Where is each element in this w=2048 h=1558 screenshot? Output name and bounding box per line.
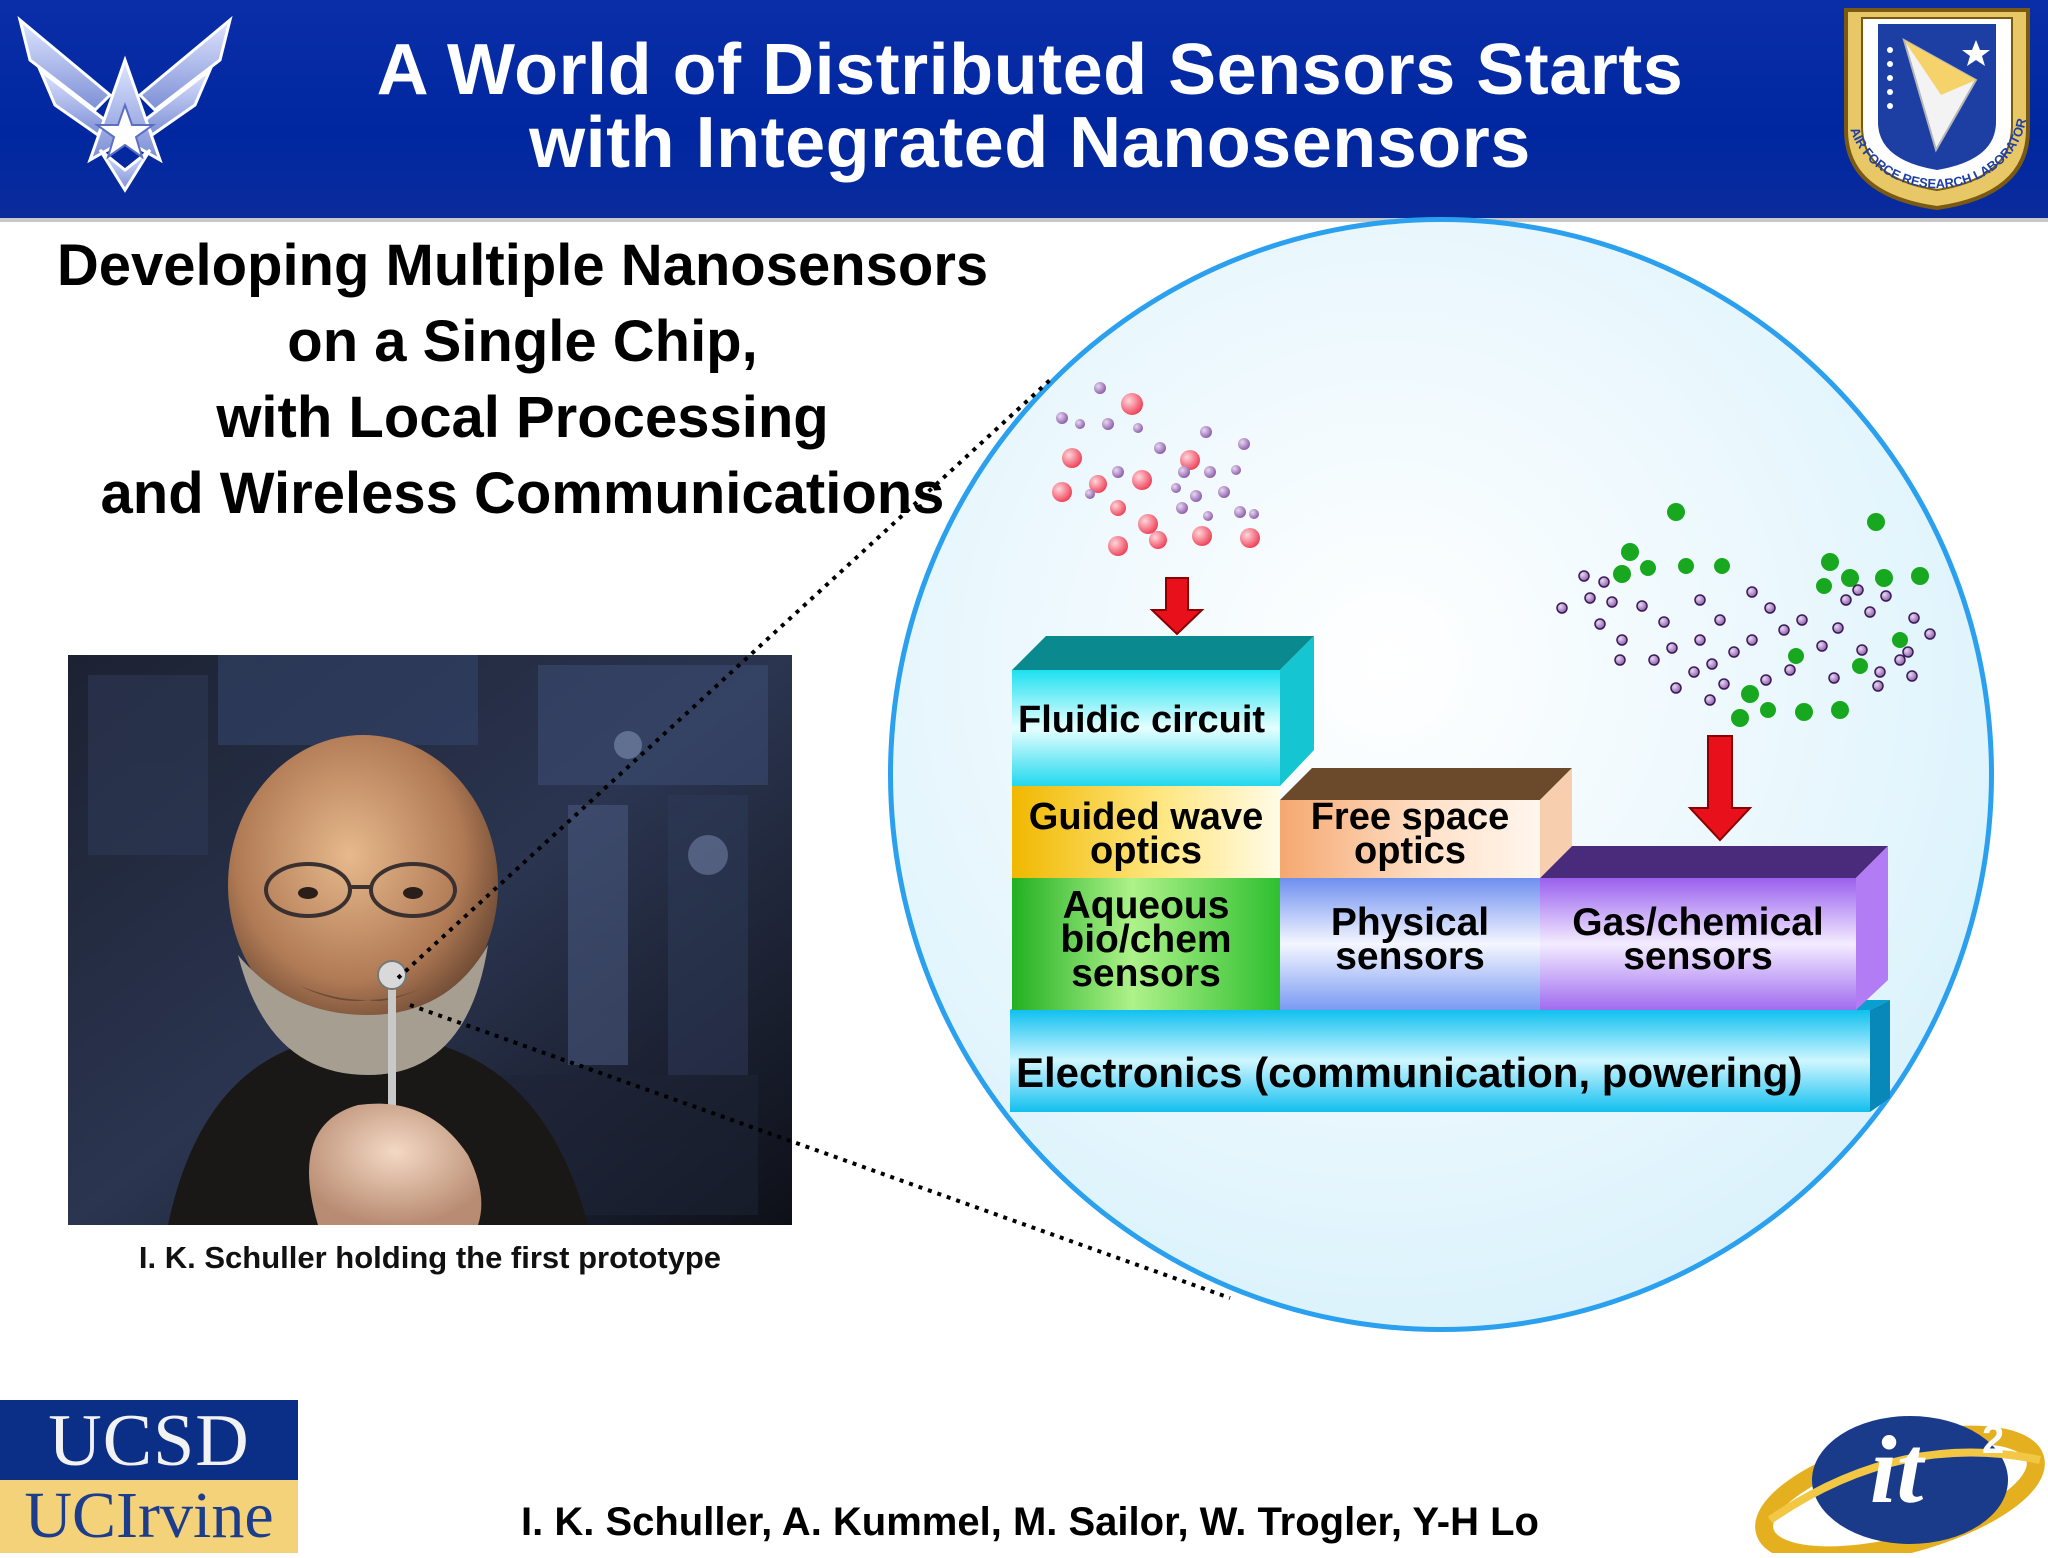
liquid-particles [1052, 382, 1260, 556]
headline-line-3: with Local Processing [216, 385, 829, 450]
gas-chemical-label-line-2: sensors [1623, 935, 1773, 978]
aqueous-label-line-2: bio/chem [1060, 918, 1232, 961]
schuller-photo [68, 655, 792, 1225]
fluidic-circuit-label: Fluidic circuit [1018, 699, 1266, 741]
arrow-down-icon [1687, 735, 1753, 842]
guided-wave-label-line-1: Guided wave [1028, 796, 1264, 838]
it2-logo-superscript: 2 [1982, 1418, 2005, 1462]
free-space-label: Free space optics [1280, 798, 1540, 870]
gas-chemical-label: Gas/chemical sensors [1540, 900, 1856, 980]
page-title-line-2: with Integrated Nanosensors [529, 103, 1531, 183]
it2-logo-text: it [1870, 1416, 1924, 1523]
free-space-label-line-1: Free space [1310, 796, 1510, 838]
zoom-connector-lines [396, 378, 1231, 1300]
guided-wave-label: Guided wave optics [1012, 798, 1280, 870]
photo-caption: I. K. Schuller holding the first prototy… [138, 1240, 722, 1275]
arrow-down-icon [1149, 577, 1205, 636]
electronics-label: Electronics (communication, powering) [1016, 1049, 1803, 1096]
gas-particles [1556, 503, 1936, 727]
authors-line: I. K. Schuller, A. Kummel, M. Sailor, W.… [520, 1500, 1539, 1544]
guided-wave-block [1012, 786, 1280, 878]
uc-irvine-logo: UCIrvine [0, 1480, 298, 1553]
fluidic-block [1012, 636, 1314, 786]
free-space-label-line-2: optics [1354, 830, 1466, 872]
aqueous-label-line-1: Aqueous [1062, 884, 1230, 927]
physical-label-line-1: Physical [1330, 901, 1490, 944]
headline-line-2: on a Single Chip, [287, 309, 758, 374]
physical-label-line-2: sensors [1335, 935, 1485, 978]
headline-line-4: and Wireless Communications [100, 461, 945, 526]
aqueous-block [1012, 878, 1280, 1010]
header-banner [0, 0, 2048, 222]
guided-wave-label-line-2: optics [1090, 830, 1202, 872]
gas-chemical-label-line-1: Gas/chemical [1572, 901, 1824, 944]
gas-block [1540, 846, 1888, 1010]
page-title-line-1: A World of Distributed Sensors Starts [376, 30, 1684, 110]
physical-label: Physical sensors [1280, 900, 1540, 980]
physical-block [1280, 878, 1540, 1010]
aqueous-label: Aqueous bio/chem sensors [1012, 884, 1280, 996]
headline-line-1: Developing Multiple Nanosensors [56, 233, 989, 298]
afrl-shield-icon: AIR FORCE RESEARCH LABORATORY [1826, 0, 2030, 211]
it2-logo-icon: it 2 [1750, 1400, 2048, 1558]
free-space-block [1280, 768, 1572, 878]
air-force-wings-icon [17, 15, 233, 193]
aqueous-label-line-3: sensors [1071, 952, 1221, 995]
ucsd-logo: UCSD [0, 1400, 298, 1482]
